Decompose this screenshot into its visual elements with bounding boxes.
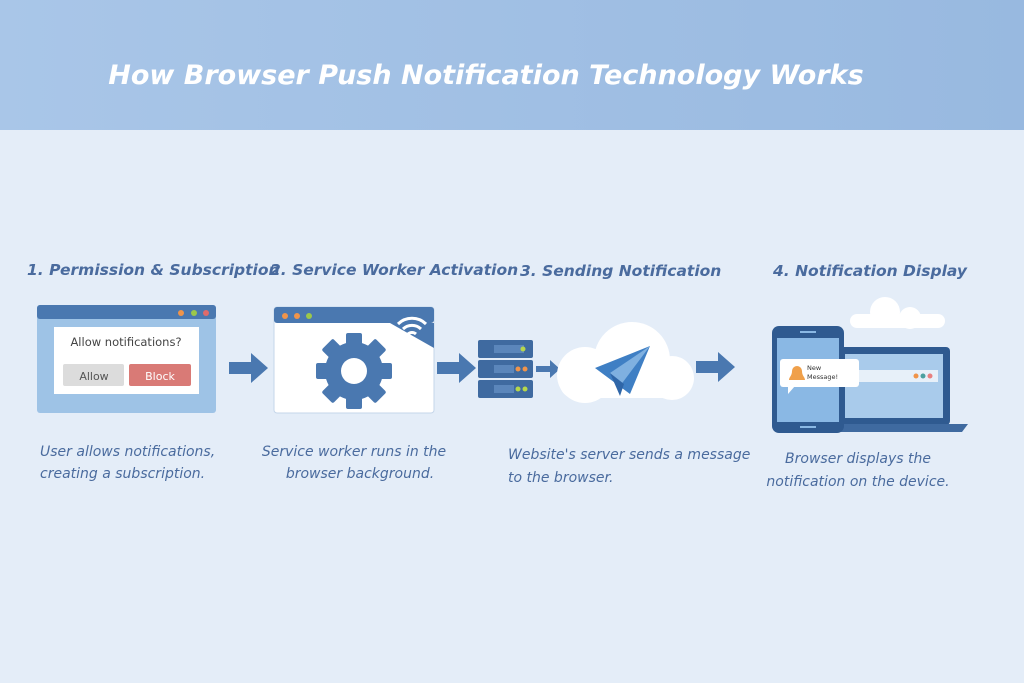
notification-line1: New — [807, 364, 822, 372]
small-cloud-icon — [850, 297, 945, 329]
allow-button[interactable]: Allow — [63, 364, 124, 386]
notification-bubble: New Message! — [780, 359, 859, 394]
step1-heading: 1. Permission & Subscription — [27, 261, 280, 279]
step2-heading: 2. Service Worker Activation — [270, 261, 518, 279]
laptop-icon — [828, 347, 968, 432]
step3-desc-line2: to the browser. — [508, 470, 613, 486]
arrow-right-icon — [229, 353, 268, 383]
step1-desc-line1: User allows notifications, — [40, 444, 215, 460]
step3-desc-line1: Website's server sends a message — [508, 447, 750, 463]
step4-desc-line1: Browser displays the — [785, 451, 931, 467]
notification-line2: Message! — [807, 373, 838, 381]
block-label: Block — [145, 370, 175, 383]
server-icon — [478, 340, 533, 398]
arrow-right-icon — [696, 352, 735, 382]
step2-desc-line1: Service worker runs in the — [262, 444, 446, 460]
header-band — [0, 0, 1024, 130]
arrow-right-icon — [536, 360, 560, 378]
step2-desc-line2: browser background. — [286, 466, 434, 482]
title: How Browser Push Notification Technology… — [108, 60, 863, 91]
step3-heading: 3. Sending Notification — [520, 262, 721, 280]
block-button[interactable]: Block — [129, 364, 191, 386]
gear-icon — [316, 333, 392, 409]
bell-icon — [789, 366, 805, 380]
wifi-corner — [390, 323, 434, 348]
step4-desc-line2: notification on the device. — [766, 474, 949, 490]
step4-heading: 4. Notification Display — [772, 262, 968, 280]
arrow-right-icon — [437, 353, 476, 383]
step1-desc-line2: creating a subscription. — [40, 466, 205, 482]
paper-plane-icon — [595, 346, 650, 396]
permission-browser-window: Allow notifications? Allow Block — [37, 305, 216, 413]
wifi-icon — [396, 316, 428, 336]
service-worker-window — [273, 306, 435, 414]
dialog-question: Allow notifications? — [70, 335, 181, 349]
allow-label: Allow — [79, 370, 108, 383]
